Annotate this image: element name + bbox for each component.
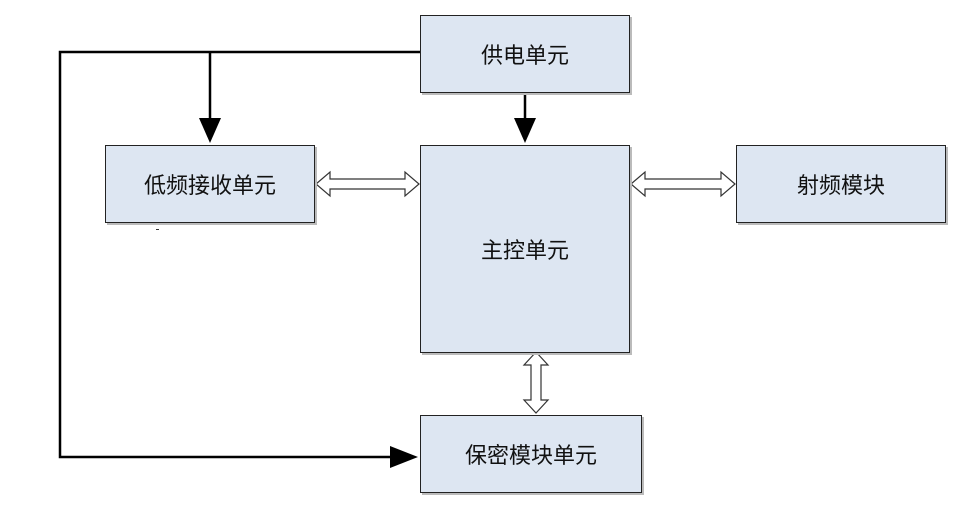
stray-mark [156,229,159,230]
crypto-module-label: 保密模块单元 [464,444,597,469]
arrowhead-to-lowfreq [199,118,221,143]
rf-module-label: 射频模块 [796,174,885,199]
rf-module-box: 射频模块 [736,145,946,223]
lowfreq-receiver-label: 低频接收单元 [143,174,276,199]
arrowhead-to-main [514,118,536,143]
main-control-box: 主控单元 [420,145,630,353]
crypto-module-box: 保密模块单元 [420,415,642,493]
power-feed-line [58,50,420,459]
main-control-label: 主控单元 [480,239,569,264]
power-unit-box: 供电单元 [420,15,630,93]
double-arrow-lowfreq-main [315,170,420,198]
double-arrow-main-rf [630,170,736,198]
double-arrow-main-crypto [522,351,550,414]
arrowhead-to-crypto [390,446,418,468]
power-unit-label: 供电单元 [480,44,569,69]
lowfreq-receiver-box: 低频接收单元 [105,145,315,223]
